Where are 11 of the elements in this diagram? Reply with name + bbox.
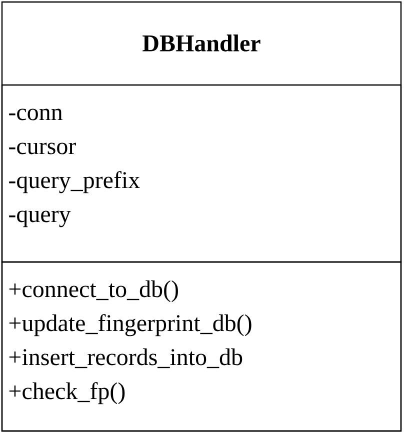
method-text: +update_fingerprint_db() xyxy=(9,314,252,336)
class-name: DBHandler xyxy=(142,34,260,52)
compartment xyxy=(1,261,402,432)
method-text: +check_fp() xyxy=(9,382,125,404)
method-text: +insert_records_into_db xyxy=(9,348,242,368)
attribute-text: -conn xyxy=(9,108,62,120)
method-text: +connect_to_db() xyxy=(9,280,178,302)
attribute-text: -cursor xyxy=(9,142,76,154)
compartment xyxy=(1,84,402,263)
attribute-text: -query_prefix xyxy=(9,171,140,194)
attribute-text: -query xyxy=(9,210,71,228)
